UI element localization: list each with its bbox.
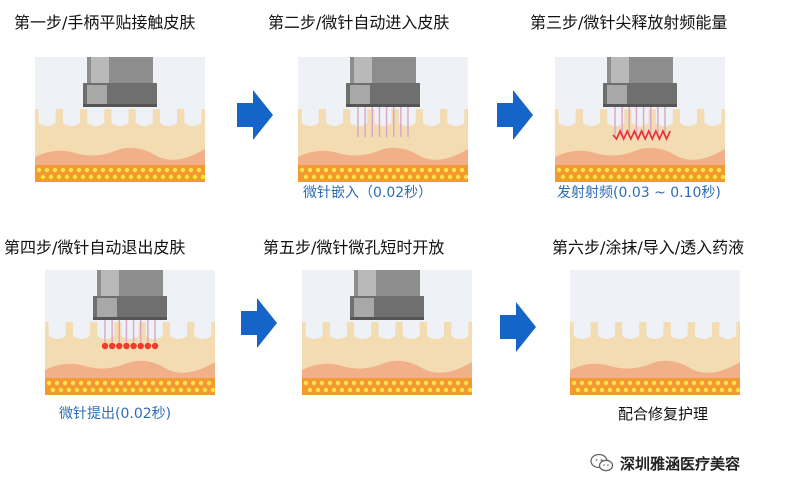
step-5-title: 第五步/微针微孔短时开放: [263, 238, 445, 257]
step-5-illustration: [302, 270, 472, 395]
step-4-illustration: [45, 270, 215, 395]
step-6-title: 第六步/涂抹/导入/透入药液: [552, 238, 745, 257]
step-3-illustration: [555, 57, 725, 182]
step-1-title: 第一步/手柄平贴接触皮肤: [14, 13, 196, 32]
step-2-illustration: [298, 57, 468, 182]
step-6-caption: 配合修复护理: [618, 405, 709, 423]
step-3-title: 第三步/微针尖释放射频能量: [530, 13, 728, 32]
footer-watermark: 深圳雅涵医疗美容: [590, 448, 740, 478]
step-3-caption: 发射射频(0.03 ~ 0.10秒): [557, 185, 721, 201]
arrow-right-icon: [497, 90, 533, 140]
wechat-icon: [590, 453, 614, 472]
step-4-title: 第四步/微针自动退出皮肤: [4, 238, 186, 257]
step-2-caption: 微针嵌入（0.02秒）: [303, 185, 433, 201]
arrow-right-icon: [500, 302, 536, 352]
step-6-illustration: [570, 270, 740, 395]
arrow-right-icon: [241, 298, 277, 348]
step-4-caption: 微针提出(0.02秒): [59, 406, 172, 422]
step-2-title: 第二步/微针自动进入皮肤: [268, 13, 450, 32]
footer-text: 深圳雅涵医疗美容: [620, 454, 741, 473]
step-1-illustration: [35, 57, 205, 182]
arrow-right-icon: [237, 90, 273, 140]
